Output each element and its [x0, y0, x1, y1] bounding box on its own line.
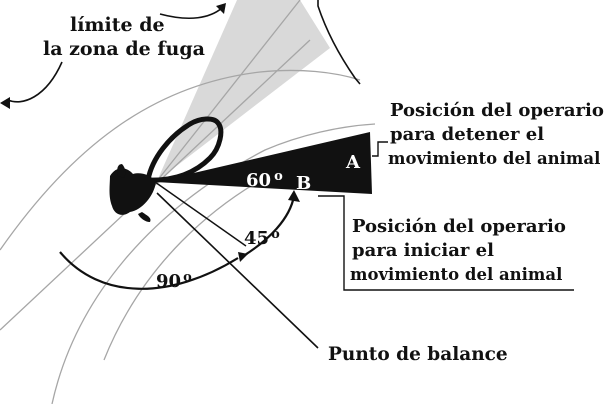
balance-point-line — [156, 192, 319, 349]
balance-point-line-lower — [154, 181, 247, 247]
angle-45-degree-mark: o — [271, 227, 280, 242]
animal-head — [109, 168, 156, 215]
flight-zone-leader-arrowhead — [0, 97, 10, 109]
position-b-label: B — [296, 173, 311, 194]
flight-zone-label-line1: límite de — [70, 14, 165, 36]
flight-zone-label-line2: la zona de fuga — [43, 38, 205, 60]
angle-90-arc — [59, 251, 239, 290]
operator-position-wedge — [155, 132, 372, 194]
flight-zone-leader-line — [7, 61, 63, 103]
fence-outline — [317, 0, 361, 85]
stop-position-leader — [372, 141, 388, 157]
angle-60-degree-mark: o — [274, 169, 283, 184]
stop-position-line2: para detener el — [390, 124, 544, 145]
start-position-line2: para iniciar el — [352, 240, 494, 261]
stop-position-line3: movimiento del animal — [388, 149, 600, 168]
angle-90-degree-mark: o — [183, 270, 192, 285]
blind-zone-wedge — [157, 0, 330, 181]
stop-position-line1: Posición del operario — [390, 100, 604, 121]
position-a-label: A — [345, 152, 361, 173]
angle-45-arrowhead — [288, 190, 300, 202]
flight-zone-arc-outer — [0, 69, 361, 251]
start-position-leader — [318, 195, 574, 291]
view-line — [156, 0, 301, 182]
animal-body — [145, 116, 224, 183]
balance-point-label: Punto de balance — [328, 344, 508, 365]
angle-45-arc — [239, 195, 296, 259]
animal-ear-right — [138, 212, 151, 222]
flight-zone-top-leader — [159, 7, 223, 20]
start-position-line3: movimiento del animal — [350, 265, 562, 284]
start-position-line1: Posición del operario — [352, 216, 566, 237]
flight-zone-top-arrowhead — [216, 3, 226, 14]
animal-ear-left — [117, 164, 126, 178]
